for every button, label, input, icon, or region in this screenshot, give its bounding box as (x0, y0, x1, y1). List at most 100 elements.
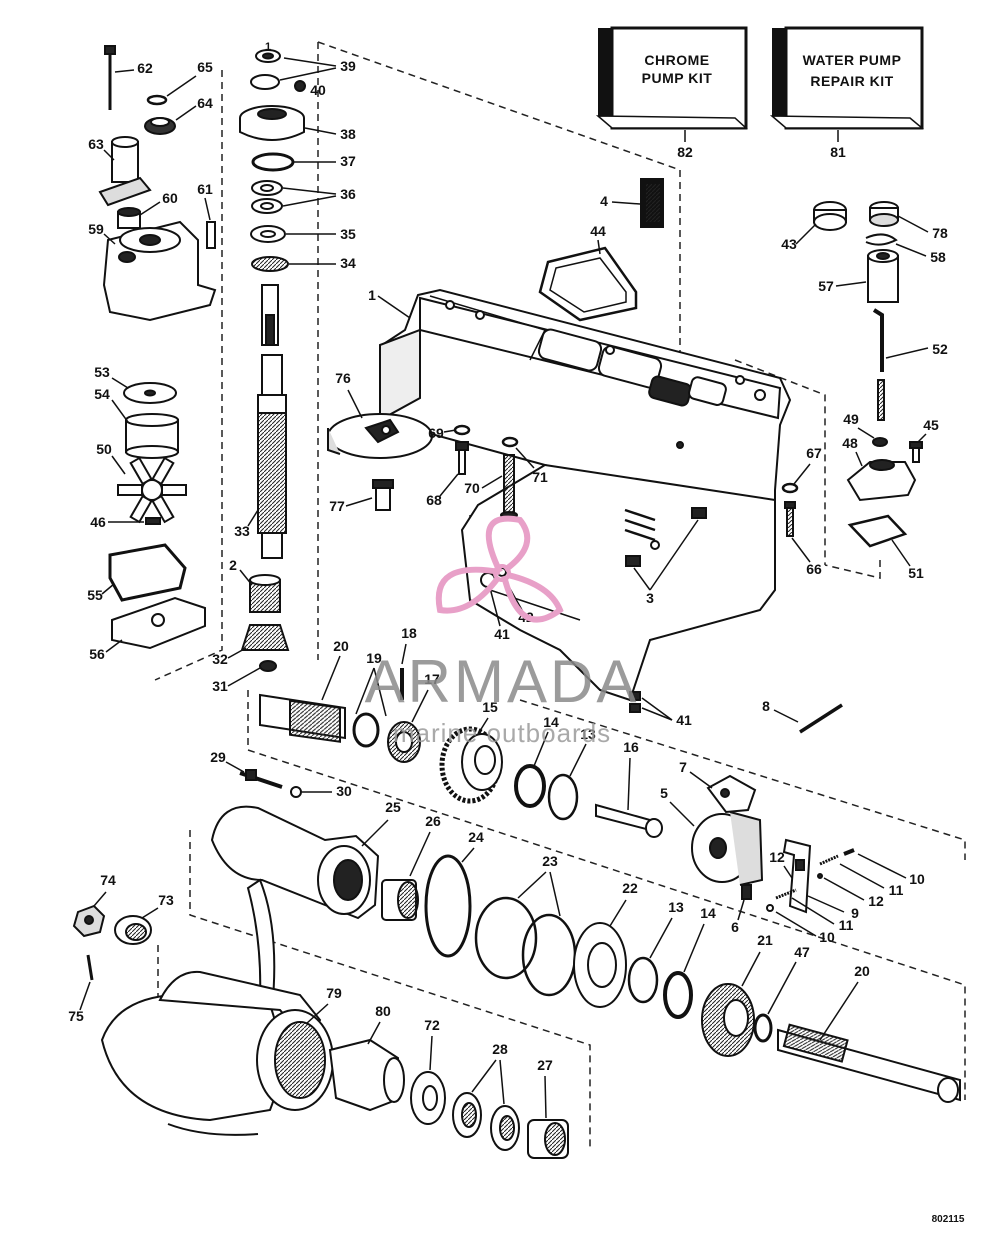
callout-57: 57 (818, 278, 834, 294)
callout-25: 25 (385, 799, 401, 815)
callout-50: 50 (96, 441, 112, 457)
callout-34: 34 (340, 255, 356, 271)
callout-65: 65 (197, 59, 213, 75)
armada-watermark: ARMADA marine outboards (365, 515, 640, 748)
water-pump-repair-kit-box: WATER PUMP REPAIR KIT 81 (769, 26, 925, 160)
chrome-kit-label-line1: CHROME (644, 52, 709, 68)
callout-11-lower: 11 (839, 917, 854, 933)
callout-22: 22 (622, 880, 638, 896)
callout-52: 52 (932, 341, 948, 357)
callout-30: 30 (336, 783, 352, 799)
gasket-44 (538, 246, 638, 322)
callout-43: 43 (781, 236, 797, 252)
water-pump-parts (98, 45, 217, 650)
callout-26: 26 (425, 813, 441, 829)
callout-48: 48 (842, 435, 858, 451)
callout-14-lower: 14 (700, 905, 716, 921)
drawing-code: 802115 (932, 1214, 965, 1225)
callout-1-top: 1 (265, 41, 271, 53)
callout-33: 33 (234, 523, 250, 539)
callout-10-upper: 10 (909, 871, 925, 887)
callout-44: 44 (590, 223, 606, 239)
callout-13-lower: 13 (668, 899, 684, 915)
chrome-kit-label-line2: PUMP KIT (642, 70, 713, 86)
callout-46: 46 (90, 514, 106, 530)
callout-8: 8 (762, 698, 770, 714)
watermark-tagline: marine outboards (393, 718, 611, 748)
callout-28: 28 (492, 1041, 508, 1057)
callout-73: 73 (158, 892, 174, 908)
callout-16: 16 (623, 739, 639, 755)
callout-2: 2 (229, 557, 237, 573)
callout-80: 80 (375, 1003, 391, 1019)
callout-76: 76 (335, 370, 351, 386)
callout-40: 40 (310, 82, 326, 98)
callout-78: 78 (932, 225, 948, 241)
callout-35: 35 (340, 226, 356, 242)
callout-75: 75 (68, 1008, 84, 1024)
callout-12-a: 12 (769, 849, 785, 865)
callout-6: 6 (731, 919, 739, 935)
callout-59: 59 (88, 221, 104, 237)
callout-14-upper: 14 (543, 714, 559, 730)
callout-67: 67 (806, 445, 822, 461)
callout-31: 31 (212, 678, 228, 694)
water-kit-label-line1: WATER PUMP (803, 52, 902, 68)
callout-82: 82 (677, 144, 693, 160)
callout-53: 53 (94, 364, 110, 380)
callout-69: 69 (428, 425, 444, 441)
callout-20-upper: 20 (333, 638, 349, 654)
callout-19: 19 (366, 650, 382, 666)
callout-20-lower: 20 (854, 963, 870, 979)
callout-71: 71 (532, 469, 548, 485)
callout-61: 61 (197, 181, 213, 197)
callout-68: 68 (426, 492, 442, 508)
callout-11-upper: 11 (889, 882, 904, 898)
callout-41-upper: 41 (494, 626, 510, 642)
callout-9: 9 (851, 905, 859, 921)
callout-15: 15 (482, 699, 498, 715)
bearing-housing-row (210, 805, 961, 1103)
chrome-pump-kit-box: CHROME PUMP KIT 82 (595, 26, 748, 160)
callout-63: 63 (88, 136, 104, 152)
callout-18: 18 (401, 625, 417, 641)
callout-55: 55 (87, 587, 103, 603)
drive-shaft-stack (239, 49, 306, 672)
callout-39: 39 (340, 58, 356, 74)
callout-32: 32 (212, 651, 228, 667)
callout-38: 38 (340, 126, 356, 142)
callout-12-b: 12 (868, 893, 884, 909)
callout-41-lower: 41 (676, 712, 692, 728)
callout-72: 72 (424, 1017, 440, 1033)
watermark-brand: ARMADA (365, 648, 640, 715)
callout-56: 56 (89, 646, 105, 662)
callout-24: 24 (468, 829, 484, 845)
callout-49: 49 (843, 411, 859, 427)
callout-79: 79 (326, 985, 342, 1001)
callout-5: 5 (660, 785, 668, 801)
callout-81: 81 (830, 144, 846, 160)
callout-47: 47 (794, 944, 810, 960)
propeller-assembly (72, 878, 569, 1159)
callout-62: 62 (137, 60, 153, 76)
water-kit-label-line2: REPAIR KIT (810, 73, 893, 89)
callout-1: 1 (368, 287, 376, 303)
callout-21: 21 (757, 932, 773, 948)
callout-27: 27 (537, 1057, 553, 1073)
callout-3: 3 (646, 590, 654, 606)
callout-7: 7 (679, 759, 687, 775)
callout-51: 51 (908, 565, 924, 581)
callout-13-upper: 13 (580, 726, 596, 742)
callout-4: 4 (600, 193, 608, 209)
callout-70: 70 (464, 480, 480, 496)
forward-gear-train (239, 668, 855, 914)
plate-76-assembly (327, 413, 519, 519)
callout-37: 37 (340, 153, 356, 169)
callout-29: 29 (210, 749, 226, 765)
dashed-guide-lines (154, 41, 966, 1150)
callout-58: 58 (930, 249, 946, 265)
callout-74: 74 (100, 872, 116, 888)
callout-60: 60 (162, 190, 178, 206)
propeller-logo-icon (435, 515, 564, 623)
